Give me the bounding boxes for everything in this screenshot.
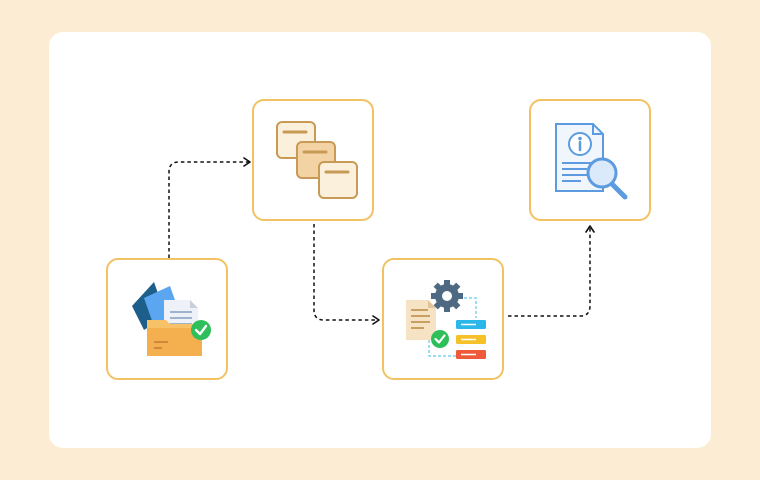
info-document-magnifier-icon [555,123,628,200]
node-info-document[interactable] [529,99,651,221]
folder-documents-check-icon [132,282,211,356]
connector-n3-n4 [508,225,595,317]
connector-n1-n2 [168,157,251,258]
node-folder-documents[interactable] [106,258,228,380]
connector-n2-n3 [313,224,380,325]
node-stacked-cards[interactable] [252,99,374,221]
stacked-cards-icon [276,121,358,199]
document-workflow-gear-icon [406,280,486,359]
node-document-workflow[interactable] [382,258,504,380]
